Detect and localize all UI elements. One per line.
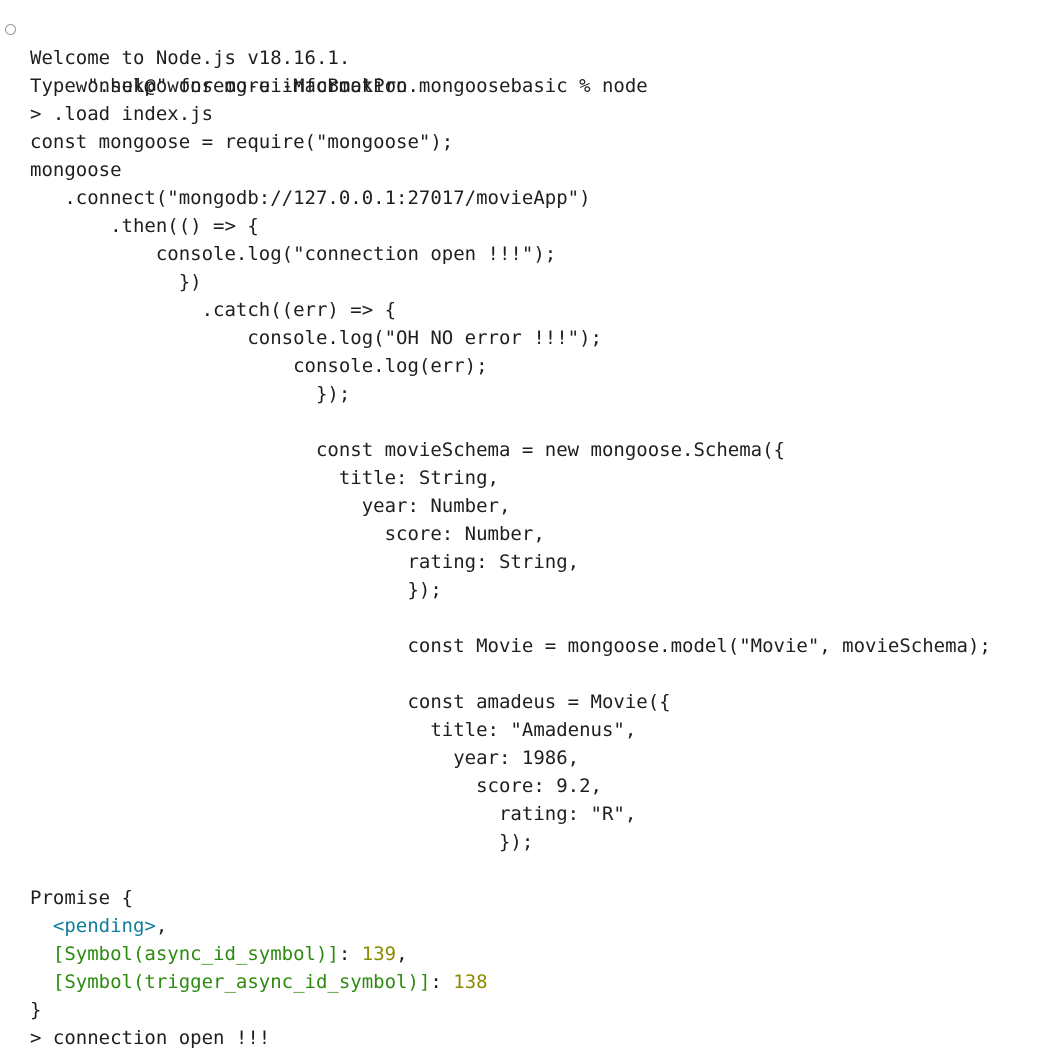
code-line <box>0 408 1042 436</box>
code-line: rating: String, <box>30 551 580 573</box>
code-line: score: 9.2, <box>30 775 602 797</box>
promise-close-line: } <box>30 999 42 1021</box>
code-line: console.log("connection open !!!"); <box>30 243 557 265</box>
code-line: console.log(err); <box>30 355 488 377</box>
code-line: mongoose <box>30 159 122 181</box>
code-line <box>0 604 1042 632</box>
async-id-tail: , <box>396 943 408 965</box>
code-line: year: 1986, <box>30 747 580 769</box>
code-line: .then(() => { <box>30 215 259 237</box>
trigger-async-id-indent <box>30 971 53 993</box>
code-line: const amadeus = Movie({ <box>30 691 671 713</box>
async-id-line: [Symbol(async_id_symbol)]: 139, <box>0 940 1042 968</box>
code-line: score: Number, <box>30 523 545 545</box>
async-id-sep: : <box>338 943 362 965</box>
async-id-indent <box>30 943 53 965</box>
code-line: .catch((err) => { <box>30 299 397 321</box>
async-id-key: [Symbol(async_id_symbol)] <box>52 943 339 965</box>
code-line <box>0 660 1042 688</box>
code-line: const movieSchema = new mongoose.Schema(… <box>30 439 785 461</box>
prompt-line: wonsuk@owonseog-ui-MacBookPro mongooseba… <box>0 16 1042 97</box>
output-line: Welcome to Node.js v18.16.1. <box>30 47 351 69</box>
promise-pending-line: <pending>, <box>0 912 1042 940</box>
pending-indent <box>30 915 53 937</box>
async-id-value: 139 <box>361 943 397 965</box>
pending-state: <pending> <box>52 915 156 937</box>
code-line: console.log("OH NO error !!!"); <box>30 327 602 349</box>
trigger-async-id-value: 138 <box>453 971 488 993</box>
prompt-text: wonsuk@owonseog-ui-MacBookPro mongooseba… <box>75 75 648 97</box>
trigger-async-id-key: [Symbol(trigger_async_id_symbol)] <box>52 971 431 993</box>
code-line: }); <box>30 831 534 853</box>
output-line: Type ".help" for more information. <box>30 75 419 97</box>
connection-open-line: > connection open !!! <box>30 1027 271 1049</box>
trigger-async-id-line: [Symbol(trigger_async_id_symbol)]: 138 <box>0 968 1042 996</box>
pending-comma: , <box>155 915 168 937</box>
code-line: }); <box>30 579 442 601</box>
code-line: title: "Amadenus", <box>30 719 637 741</box>
code-line: .connect("mongodb://127.0.0.1:27017/movi… <box>30 187 591 209</box>
code-line: }) <box>30 271 202 293</box>
code-line: const Movie = mongoose.model("Movie", mo… <box>30 635 991 657</box>
trigger-async-id-sep: : <box>430 971 454 993</box>
terminal-output[interactable]: wonsuk@owonseog-ui-MacBookPro mongooseba… <box>0 16 1042 1052</box>
output-line: > .load index.js <box>30 103 214 125</box>
promise-open-line: Promise { <box>30 887 133 909</box>
code-line: year: Number, <box>30 495 511 517</box>
code-line: const mongoose = require("mongoose"); <box>30 131 454 153</box>
code-line: }); <box>30 383 351 405</box>
code-line <box>0 856 1042 884</box>
prompt-status-icon <box>5 24 16 35</box>
code-line: title: String, <box>30 467 499 489</box>
code-line: rating: "R", <box>30 803 637 825</box>
